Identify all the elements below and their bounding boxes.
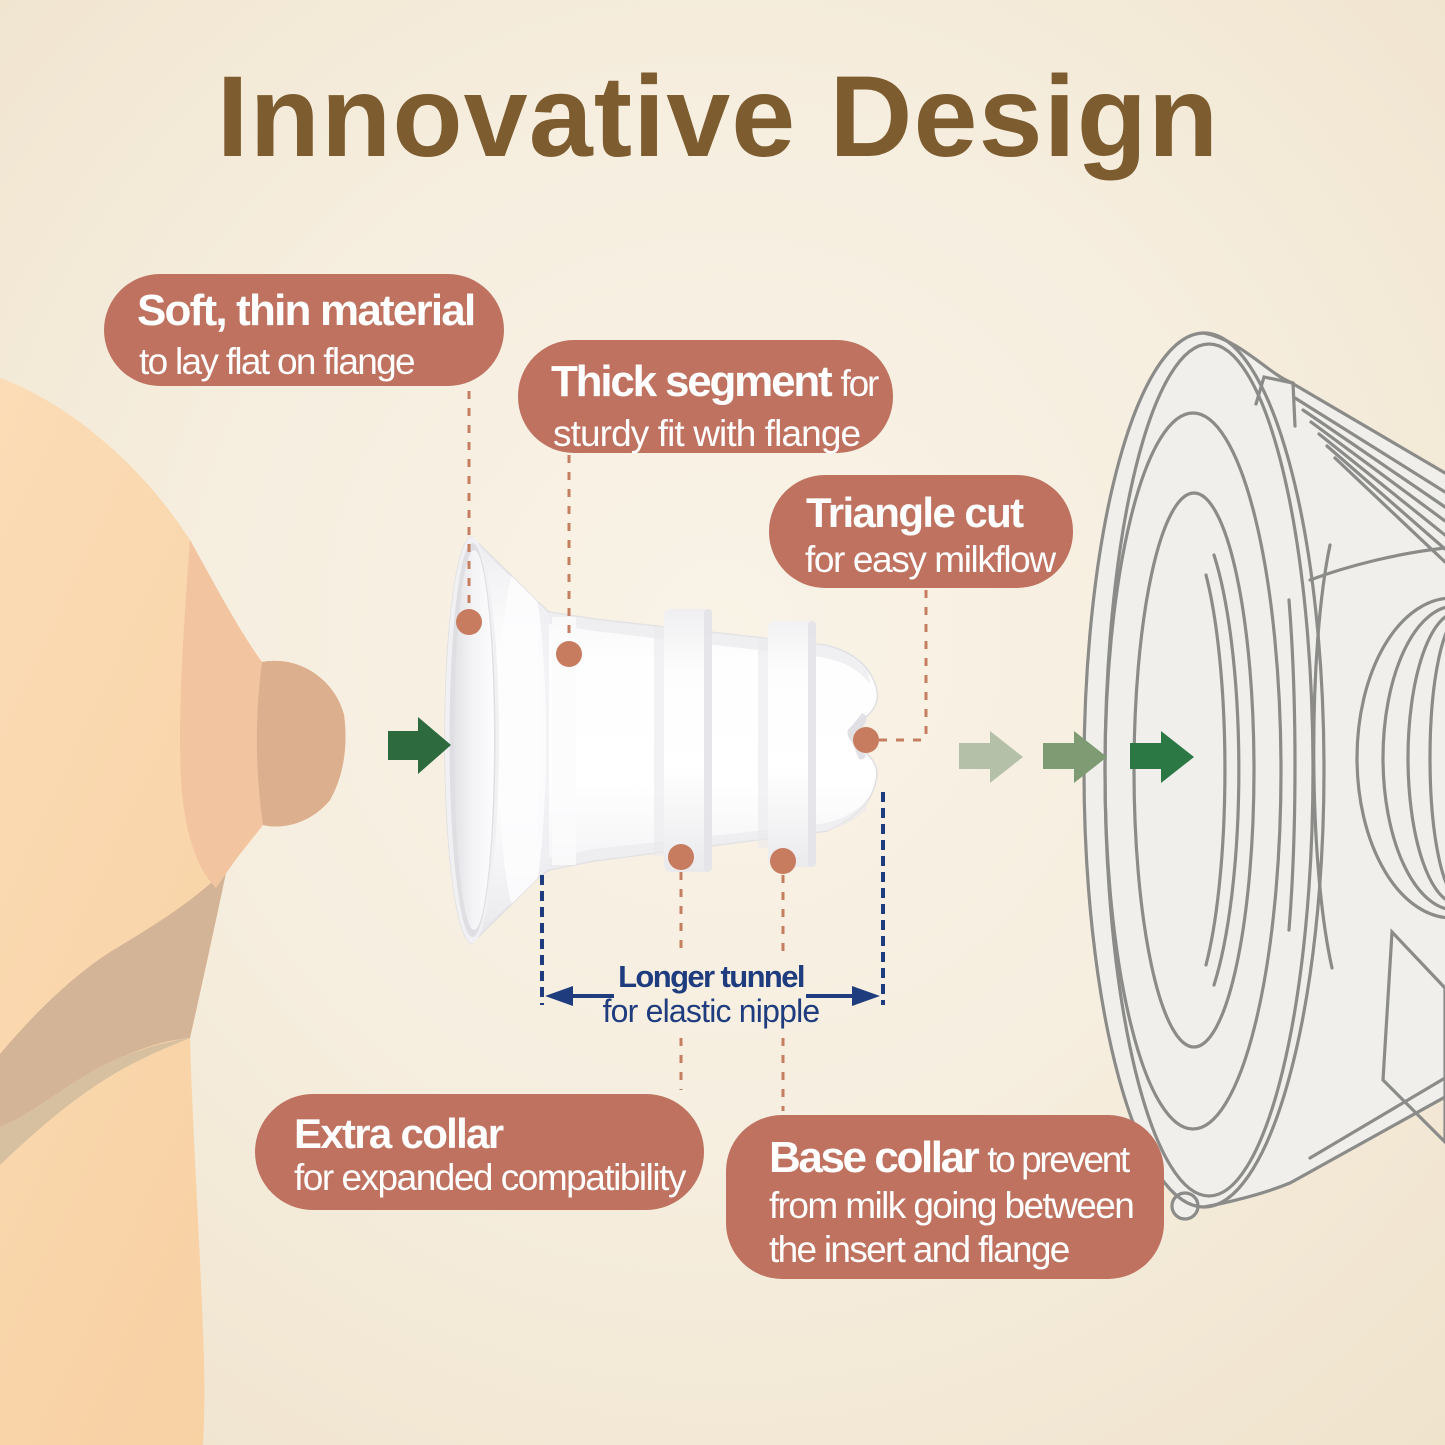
svg-text:Thick segment for: Thick segment for xyxy=(551,357,879,406)
svg-text:Triangle cut: Triangle cut xyxy=(806,489,1024,536)
svg-text:from milk going between: from milk going between xyxy=(769,1185,1133,1226)
svg-text:Innovative Design: Innovative Design xyxy=(217,53,1220,181)
svg-text:for expanded compatibility: for expanded compatibility xyxy=(294,1157,687,1198)
svg-text:the insert and flange: the insert and flange xyxy=(769,1229,1069,1270)
svg-text:sturdy fit with flange: sturdy fit with flange xyxy=(553,413,860,454)
svg-text:Extra collar: Extra collar xyxy=(294,1110,504,1157)
svg-text:to lay flat on flange: to lay flat on flange xyxy=(139,341,414,382)
svg-text:Soft, thin material: Soft, thin material xyxy=(137,286,474,335)
svg-text:Base collar to prevent: Base collar to prevent xyxy=(769,1133,1131,1182)
svg-text:for elastic nipple: for elastic nipple xyxy=(603,993,820,1029)
svg-text:Longer tunnel: Longer tunnel xyxy=(618,959,804,994)
svg-text:for easy milkflow: for easy milkflow xyxy=(805,539,1056,580)
